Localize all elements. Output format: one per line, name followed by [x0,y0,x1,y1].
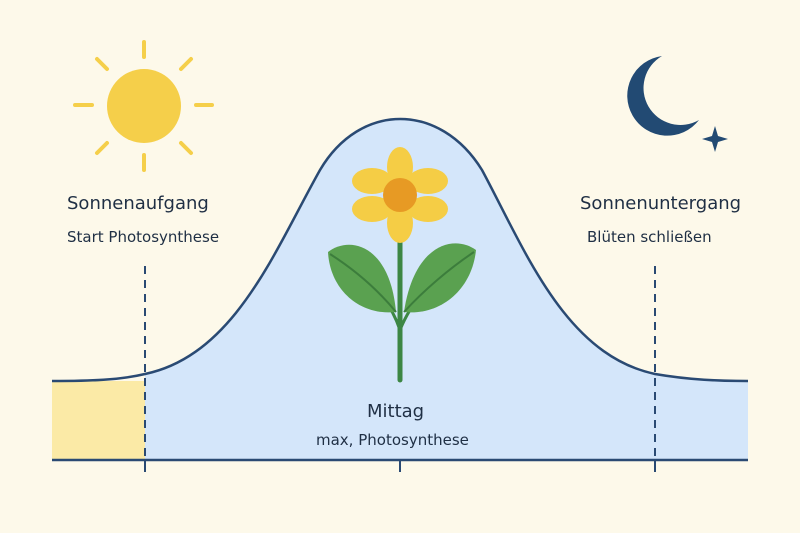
pre-sunrise-band [52,381,145,460]
daylight-curve-line [51,117,749,383]
sun-icon [73,40,214,172]
noon-title: Mittag [367,401,425,422]
sunset-title: Sonnenuntergang [580,193,742,214]
noon-subtitle: max, Photosynthese [316,431,469,449]
sunrise-subtitle: Start Photosynthese [67,228,220,246]
sunset-subtitle: Blüten schließen [587,228,712,246]
flower-center [383,178,417,212]
flower-icon [328,147,476,383]
sunrise-title: Sonnenaufgang [67,193,209,214]
star-icon [702,126,728,152]
crescent-moon-icon [627,56,699,136]
